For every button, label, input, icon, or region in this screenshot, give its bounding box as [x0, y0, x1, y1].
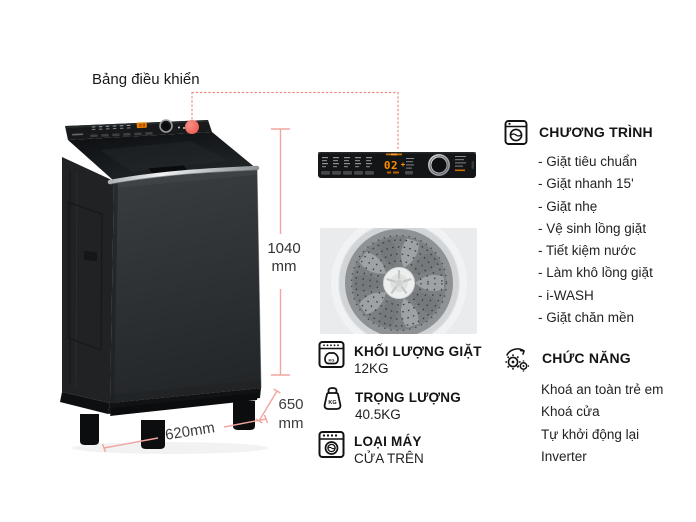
- depth-dimension-line: [255, 388, 281, 424]
- panel-callout-line: [191, 91, 399, 152]
- spec-label: LOẠI MÁY: [354, 434, 422, 449]
- weight-icon: KG: [323, 387, 342, 410]
- load-capacity-icon: KG: [318, 341, 345, 368]
- spec-label: TRỌNG LƯỢNG: [355, 390, 461, 405]
- spec-row-load-capacity: KG KHỐI LƯỢNG GIẶT 12KG: [318, 340, 482, 377]
- panel-callout: [185, 91, 399, 152]
- control-panel-photo: 02: [318, 152, 476, 178]
- depth-dimension-label: 650 mm: [272, 395, 310, 433]
- machine-type-icon: [318, 431, 345, 458]
- spec-value: 12KG: [354, 361, 389, 376]
- panel-annotation-label: Bảng điều khiển: [92, 71, 200, 88]
- depth-unit: mm: [278, 415, 304, 432]
- program-item: - Vệ sinh lồng giặt: [538, 220, 647, 236]
- spec-row-weight: KG TRỌNG LƯỢNG 40.5KG: [318, 386, 461, 423]
- function-item: Khoá an toàn trẻ em: [541, 382, 664, 397]
- program-item: - Giặt nhẹ: [538, 198, 598, 214]
- program-item: - Giặt chăn mền: [538, 310, 635, 326]
- functions-icon: [505, 348, 530, 372]
- functions-section: CHỨC NĂNG Khoá an toàn trẻ em Khoá cửa T…: [503, 345, 663, 468]
- height-dimension-line: [271, 128, 290, 376]
- program-item: - Làm khô lồng giặt: [538, 265, 653, 281]
- functions-title: CHỨC NĂNG: [542, 350, 631, 366]
- program-icon: [504, 120, 528, 145]
- machine-illustration: [60, 119, 268, 454]
- drum-photo: [320, 228, 477, 334]
- svg-text:KG: KG: [328, 400, 336, 406]
- program-item: - Giặt nhanh 15': [538, 176, 634, 192]
- spec-value: 40.5KG: [355, 407, 401, 422]
- height-value: 1040: [267, 240, 301, 257]
- svg-text:KG: KG: [329, 358, 335, 363]
- function-item: Inverter: [541, 448, 587, 464]
- function-item: Tự khởi động lại: [541, 426, 640, 442]
- spec-row-machine-type: LOẠI MÁY CỬA TRÊN: [318, 430, 424, 467]
- function-item: Khoá cửa: [541, 404, 600, 420]
- programs-section: CHƯƠNG TRÌNH - Giặt tiêu chuẩn - Giặt nh…: [504, 119, 653, 329]
- width-dimension-line: [101, 414, 269, 453]
- depth-value: 650: [278, 396, 304, 413]
- height-unit: mm: [271, 258, 297, 275]
- panel-callout-dot: [185, 120, 199, 134]
- program-item: - Giặt tiêu chuẩn: [538, 154, 638, 169]
- panel-display-value: 02: [384, 159, 398, 172]
- pulsator: [350, 234, 448, 332]
- spec-value: CỬA TRÊN: [354, 451, 424, 466]
- program-item: - i-WASH: [538, 287, 594, 303]
- machine-control-panel: [65, 119, 212, 140]
- programs-title: CHƯƠNG TRÌNH: [539, 124, 653, 140]
- spec-label: KHỐI LƯỢNG GIẶT: [354, 344, 482, 359]
- height-dimension-label: 1040 mm: [258, 240, 310, 276]
- program-item: - Tiết kiệm nước: [538, 243, 637, 259]
